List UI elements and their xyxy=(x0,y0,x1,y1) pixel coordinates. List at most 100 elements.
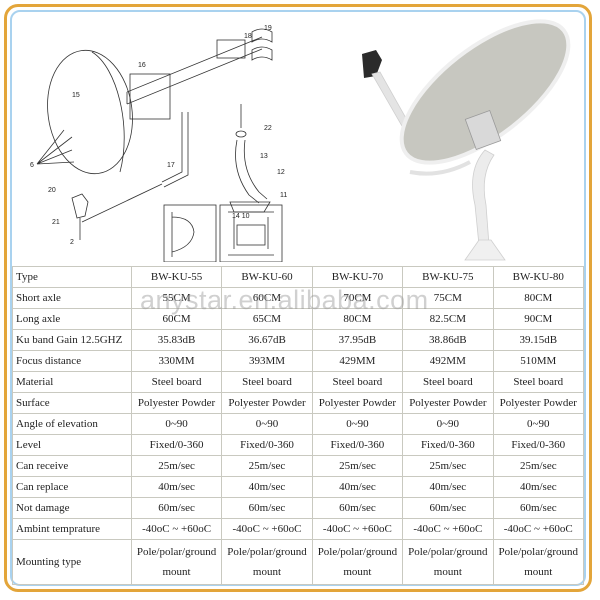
header-cell: BW-KU-55 xyxy=(130,266,223,288)
callout-15: 15 xyxy=(72,92,80,99)
spec-value-cell: Pole/polar/ground mount xyxy=(130,539,223,585)
spec-value-cell: Steel board xyxy=(402,371,494,393)
header-cell: BW-KU-70 xyxy=(311,266,404,288)
spec-value-cell: 60m/sec xyxy=(492,497,585,519)
spec-value-cell: 35.83dB xyxy=(130,329,223,351)
spec-value-cell: 330MM xyxy=(130,350,223,372)
spec-value-cell: Steel board xyxy=(492,371,585,393)
callout-13: 13 xyxy=(260,153,268,160)
spec-value-cell: Polyester Powder xyxy=(402,392,494,414)
spec-value-cell: Pole/polar/ground mount xyxy=(221,539,313,585)
row-label: Ambint temprature xyxy=(12,518,132,540)
row-label: Level xyxy=(12,434,132,456)
spec-value-cell: Polyester Powder xyxy=(221,392,313,414)
spec-value-cell: 80CM xyxy=(492,287,585,309)
row-label: Ku band Gain 12.5GHZ xyxy=(12,329,132,351)
spec-value-cell: 60m/sec xyxy=(402,497,494,519)
spec-value-cell: 60m/sec xyxy=(221,497,313,519)
spec-value-cell: 37.95dB xyxy=(311,329,404,351)
spec-value-cell: 429MM xyxy=(311,350,404,372)
spec-value-cell: 0~90 xyxy=(402,413,494,435)
header-cell: BW-KU-80 xyxy=(492,266,585,288)
spec-value-cell: 40m/sec xyxy=(311,476,404,498)
spec-value-cell: 40m/sec xyxy=(402,476,494,498)
photo-bracket xyxy=(464,110,502,150)
spec-value-cell: 60m/sec xyxy=(311,497,404,519)
diagram-lnb-holder xyxy=(71,193,89,219)
header-cell: Type xyxy=(12,266,132,288)
table-header-row: Type BW-KU-55 BW-KU-60 BW-KU-70 BW-KU-75… xyxy=(12,266,585,288)
spec-value-cell: Pole/polar/ground mount xyxy=(492,539,585,585)
spec-value-cell: 80CM xyxy=(311,308,404,330)
spec-value-cell: Fixed/0-360 xyxy=(130,434,223,456)
spec-value-cell: 82.5CM xyxy=(402,308,494,330)
row-label: Can replace xyxy=(12,476,132,498)
spec-value-cell: 36.67dB xyxy=(221,329,313,351)
callout-12: 12 xyxy=(277,169,285,176)
spec-value-cell: 25m/sec xyxy=(311,455,404,477)
row-label: Can receive xyxy=(12,455,132,477)
table-row: Ambint temprature -40oC ~ +60oC-40oC ~ +6… xyxy=(12,518,585,540)
row-label: Long axle xyxy=(12,308,132,330)
diagram-bracket xyxy=(129,73,171,120)
photo-lnb-holder xyxy=(362,50,382,78)
diagram-dish xyxy=(47,49,133,175)
spec-value-cell: Polyester Powder xyxy=(311,392,404,414)
row-label: Mounting type xyxy=(12,539,132,585)
photo-pole xyxy=(472,149,495,246)
spec-value-cell: 0~90 xyxy=(130,413,223,435)
spec-value-cell: 60CM xyxy=(221,287,313,309)
spec-value-cell: 25m/sec xyxy=(130,455,223,477)
row-label: Focus distance xyxy=(12,350,132,372)
spec-value-cell: Polyester Powder xyxy=(492,392,585,414)
exploded-diagram: 15 16 18 19 22 13 17 20 21 2 6 12 11 14 … xyxy=(30,25,287,262)
spec-value-cell: 25m/sec xyxy=(402,455,494,477)
spec-value-cell: 40m/sec xyxy=(130,476,223,498)
row-label: Not damage xyxy=(12,497,132,519)
spec-value-cell: -40oC ~ +60oC xyxy=(311,518,404,540)
photo-base xyxy=(464,239,506,261)
spec-value-cell: Steel board xyxy=(221,371,313,393)
spec-value-cell: -40oC ~ +60oC xyxy=(402,518,494,540)
spec-value-cell: 393MM xyxy=(221,350,313,372)
spec-value-cell: Steel board xyxy=(130,371,223,393)
callout-17: 17 xyxy=(167,162,175,169)
callout-20: 20 xyxy=(48,187,56,194)
spec-value-cell: 55CM xyxy=(130,287,223,309)
spec-value-cell: 70CM xyxy=(311,287,404,309)
row-label: Short axle xyxy=(12,287,132,309)
spec-value-cell: 25m/sec xyxy=(221,455,313,477)
spec-value-cell: Polyester Powder xyxy=(130,392,223,414)
callout-18: 18 xyxy=(244,33,252,40)
header-cell: BW-KU-60 xyxy=(221,266,313,288)
spec-value-cell: Pole/polar/ground mount xyxy=(311,539,404,585)
diagram-feed-arm xyxy=(161,112,189,188)
callout-6: 6 xyxy=(30,162,34,169)
callout-22: 22 xyxy=(264,125,272,132)
callout-11: 11 xyxy=(280,192,287,199)
spec-value-cell: 510MM xyxy=(492,350,585,372)
callout-21: 21 xyxy=(52,219,60,226)
spec-value-cell: 60CM xyxy=(130,308,223,330)
callout-2: 2 xyxy=(70,239,74,246)
photo-dish xyxy=(399,19,571,165)
row-label: Angle of elevation xyxy=(12,413,132,435)
spec-value-cell: 60m/sec xyxy=(130,497,223,519)
spec-value-cell: 75CM xyxy=(402,287,494,309)
spec-value-cell: Fixed/0-360 xyxy=(311,434,404,456)
spec-value-cell: 38.86dB xyxy=(402,329,494,351)
spec-value-cell: 40m/sec xyxy=(221,476,313,498)
callout-19: 19 xyxy=(264,25,272,32)
spec-value-cell: 25m/sec xyxy=(492,455,585,477)
spec-value-cell: 0~90 xyxy=(492,413,585,435)
